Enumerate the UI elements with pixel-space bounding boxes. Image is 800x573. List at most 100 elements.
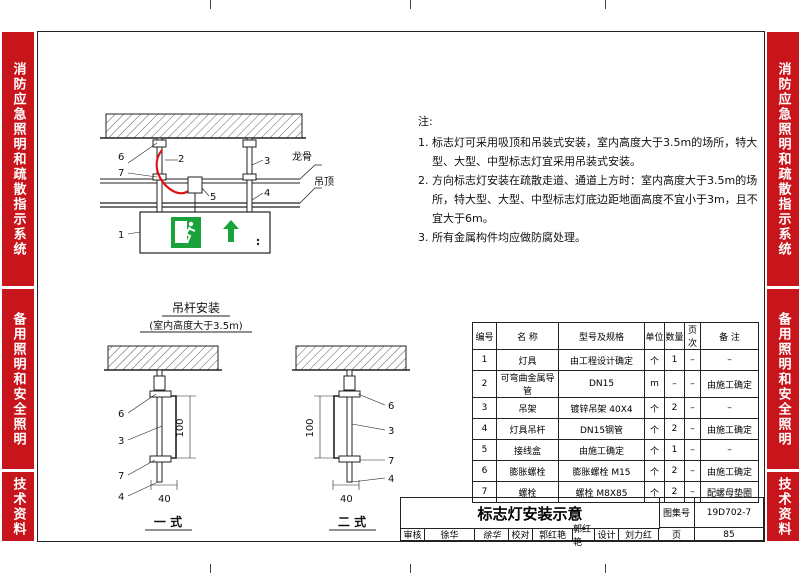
check-name: 郭红艳 [533,528,573,541]
drawing-title: 标志灯安装示意 [401,498,660,529]
bom-cell: 灯具吊杆 [496,418,559,440]
bom-cell: – [684,439,701,461]
bom-cell: m [644,370,665,398]
drawing-frame [37,31,765,542]
bom-cell: 由工程设计确定 [558,349,645,371]
bom-cell: 吊架 [496,397,559,419]
bom-cell: 灯具 [496,349,559,371]
review-label: 审核 [401,528,425,541]
bom-cell: 镀锌吊架 40X4 [558,397,645,419]
right-tab-tech-label: 技术资料 [775,476,791,537]
type2-callout-4: 4 [388,474,394,485]
note-text: 标志灯可采用吸顶和吊装式安装，室内高度大于3.5m的场所，特大型、大型、中型标志… [432,136,758,168]
check-label: 校对 [509,528,533,541]
bom-cell: 可弯曲金属导管 [496,370,559,398]
bom-cell: 3 [472,397,497,419]
bom-cell: DN15 [558,370,645,398]
bom-cell: 5 [472,439,497,461]
callout-4: 4 [264,188,270,199]
bom-cell: 2 [664,397,685,419]
bom-header-cell: 页次 [684,322,701,350]
bom-cell: 接线盒 [496,439,559,461]
bom-cell: 2 [664,418,685,440]
type1-callout-7: 7 [118,471,124,482]
bom-cell: 由施工确定 [700,370,759,398]
keel-label: 龙骨 [292,150,312,163]
bom-cell: 2 [472,370,497,398]
right-tab-emergency: 消防应急照明和疏散指示系统 [766,31,800,287]
callout-6: 6 [118,152,124,163]
type2-dim-100: 100 [305,418,316,437]
check-signature: 郭红艳 [573,525,595,548]
bom-cell: 由施工确定 [700,418,759,440]
type1-detail: 100 40 6 3 7 4 一 式 [104,345,222,531]
notes: 注: 1.标志灯可采用吸顶和吊装式安装，室内高度大于3.5m的场所，特大型、大型… [418,112,758,247]
right-tab-tech: 技术资料 [766,471,800,542]
callout-2: 2 [178,154,184,165]
note-item: 3.所有金属构件均应做防腐处理。 [418,228,758,247]
arrow-up-icon [223,220,239,242]
junction-box [187,176,203,194]
notes-title: 注: [418,115,433,128]
bom-cell: 个 [644,397,665,419]
left-tab-tech: 技术资料 [1,471,35,542]
bom-cell: 个 [644,418,665,440]
note-text: 所有金属构件均应做防腐处理。 [432,231,586,244]
bom-cell: – [700,349,759,371]
rod-subtitle: (室内高度大于3.5m) [149,319,243,332]
type1-callout-4: 4 [118,492,124,503]
bom-cell: 1 [472,349,497,371]
bom-cell: – [684,460,701,482]
left-tab-emergency: 消防应急照明和疏散指示系统 [1,31,35,287]
type1-callout-6: 6 [118,409,124,420]
top-assembly: 龙骨 吊顶 6 2 7 3 5 4 1 [100,113,334,254]
left-tab-emergency-label: 消防应急照明和疏散指示系统 [10,61,26,257]
type1-label: 一 式 [154,514,182,529]
bom-cell: 1 [664,439,685,461]
design-name: 刘力红 [619,528,659,541]
note-item: 1.标志灯可采用吸顶和吊装式安装，室内高度大于3.5m的场所，特大型、大型、中型… [418,133,758,171]
type1-dim-40: 40 [158,494,171,505]
type2-callout-3: 3 [388,426,394,437]
bom-cell: 2 [664,460,685,482]
bom-header-cell: 名 称 [496,322,559,350]
title-block: 标志灯安装示意 图集号 19D702-7 审核 徐华 徐华 校对 郭红艳 郭红艳… [400,497,764,548]
note-num: 1. [418,136,429,149]
exit-sign-housing [139,211,271,254]
bom-header-cell: 编号 [472,322,497,350]
bom-cell: 个 [644,460,665,482]
review-name: 徐华 [425,528,475,541]
page-number: 85 [723,529,735,540]
type1-callout-3: 3 [118,436,124,447]
atlas-label: 图集号 [659,498,695,528]
bom-cell: 由施工确定 [558,439,645,461]
right-tab-emergency-label: 消防应急照明和疏散指示系统 [775,61,791,257]
top-slab [105,113,303,139]
left-tab-tech-label: 技术资料 [10,476,26,537]
bom-cell: 由施工确定 [700,460,759,482]
bom-cell: – [684,397,701,419]
right-tab-standby: 备用照明和安全照明 [766,288,800,470]
note-num: 2. [418,174,429,187]
bom-cell: 6 [472,460,497,482]
page-label: 页 [659,528,695,541]
callout-7: 7 [118,168,124,179]
right-tab-standby-label: 备用照明和安全照明 [775,311,791,447]
bom-cell: 个 [644,349,665,371]
note-num: 3. [418,231,429,244]
callout-1: 1 [118,230,124,241]
note-item: 2.方向标志灯安装在疏散走道、通道上方时：室内高度大于3.5m的场所，特大型、大… [418,171,758,228]
type1-dim-100: 100 [175,418,186,437]
callout-3: 3 [264,156,270,167]
bom-cell: 4 [472,418,497,440]
note-text: 方向标志灯安装在疏散走道、通道上方时：室内高度大于3.5m的场所，特大型、大型、… [432,174,758,225]
bom-cell: 膨胀螺栓 M15 [558,460,645,482]
left-tab-standby-label: 备用照明和安全照明 [10,311,26,447]
bom-header-cell: 数量 [664,322,685,350]
